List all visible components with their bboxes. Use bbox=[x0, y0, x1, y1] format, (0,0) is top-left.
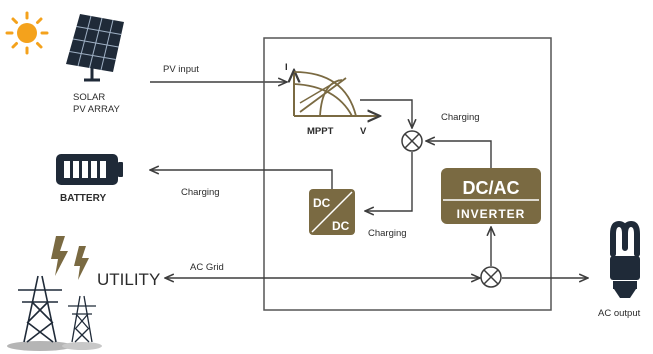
solar-label-line2: PV ARRAY bbox=[73, 104, 120, 115]
power-tower-icon bbox=[7, 275, 73, 351]
inverter-bottom-label: INVERTER bbox=[457, 207, 526, 221]
junction-to-dcdc-arrow bbox=[365, 152, 413, 211]
mppt-x-label: V bbox=[360, 126, 367, 137]
junction-bottom-icon bbox=[480, 266, 502, 288]
inverter-block bbox=[441, 168, 541, 224]
battery-icon bbox=[56, 154, 123, 185]
mppt-title: MPPT bbox=[307, 126, 334, 137]
pv-input-label: PV input bbox=[163, 64, 199, 75]
charging-label-battery: Charging bbox=[181, 187, 220, 198]
junction-top-icon bbox=[401, 130, 423, 152]
sun-icon bbox=[5, 11, 49, 55]
mppt-chart bbox=[294, 70, 380, 116]
ac-output-label: AC output bbox=[598, 308, 641, 319]
solar-label-line1: SOLAR bbox=[73, 92, 105, 103]
lightning-icon bbox=[51, 236, 89, 280]
mppt-y-label: I bbox=[285, 62, 288, 73]
dcdc-bottom-label: DC bbox=[332, 219, 350, 233]
solar-panel-icon bbox=[66, 14, 124, 82]
dcdc-top-label: DC bbox=[313, 196, 331, 210]
light-bulb-icon bbox=[610, 220, 640, 298]
battery-label: BATTERY bbox=[60, 193, 106, 204]
ac-grid-label: AC Grid bbox=[190, 262, 224, 273]
utility-label: UTILITY bbox=[97, 270, 160, 289]
charging-label-mppt: Charging bbox=[441, 112, 480, 123]
mppt-to-junction-arrow bbox=[360, 99, 412, 128]
charging-label-dcdc: Charging bbox=[368, 228, 407, 239]
system-box bbox=[263, 37, 552, 311]
inverter-top-label: DC/AC bbox=[463, 178, 520, 198]
power-tower-small-icon bbox=[62, 295, 102, 350]
dcdc-converter-block bbox=[309, 189, 355, 235]
inverter-to-junction-arrow bbox=[426, 141, 492, 168]
dcdc-to-battery-arrow bbox=[150, 170, 333, 189]
